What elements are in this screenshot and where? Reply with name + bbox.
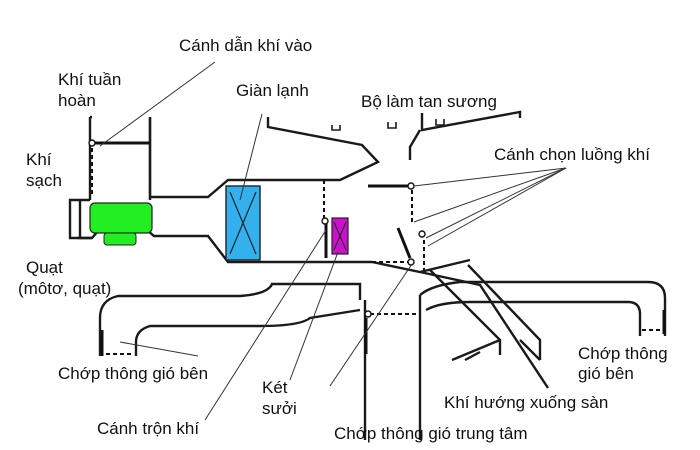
air-intake-duct <box>88 115 152 200</box>
leader-evaporator <box>239 113 263 201</box>
duct-outline-upper <box>148 110 522 199</box>
label-fan-2: (môtơ, quạt) <box>18 279 112 298</box>
floor-flap-line <box>396 227 412 259</box>
label-evaporator: Giàn lạnh <box>236 81 309 100</box>
label-intake-flap: Cánh dẫn khí vào <box>179 36 313 55</box>
pivot-mix <box>321 217 329 225</box>
label-heater-core-2: sưởi <box>262 399 297 418</box>
leader-intake-flap <box>99 61 216 147</box>
label-fresh-air-2: sạch <box>26 171 62 190</box>
pivot-intake <box>88 139 96 147</box>
leader-mix-flap <box>204 229 327 421</box>
flaps <box>91 141 666 356</box>
label-side-vent-right-1: Chớp thông <box>578 344 668 363</box>
leader-mode-flap-4 <box>427 167 567 247</box>
evaporator-cross <box>229 191 257 255</box>
fan-hub <box>103 232 137 246</box>
pivot-right <box>418 230 426 238</box>
pivot-center <box>364 310 372 318</box>
leader-heater <box>289 251 339 381</box>
label-defroster: Bộ làm tan sương <box>361 92 497 111</box>
label-floor-air: Khí hướng xuống sàn <box>444 393 609 412</box>
label-side-vent-left: Chớp thông gió bên <box>58 364 209 383</box>
side-vent-right-duct <box>419 280 667 336</box>
leader-side-left <box>119 341 199 357</box>
pivot-floor <box>407 258 415 266</box>
label-fresh-air-1: Khí <box>26 150 52 169</box>
heater-cross <box>333 221 347 251</box>
evaporator-core <box>225 185 261 261</box>
fan-motor <box>89 202 153 246</box>
duct-outline-lower <box>78 222 550 440</box>
floor-duct <box>429 264 542 362</box>
leader-mode-flap-3 <box>425 167 567 239</box>
leader-lines <box>99 61 567 421</box>
label-center-vent: Chớp thông gió trung tâm <box>334 424 528 443</box>
defroster-outlets <box>331 119 445 131</box>
heater-core <box>331 217 349 255</box>
label-mode-flaps: Cánh chọn luồng khí <box>494 145 650 164</box>
fan-body <box>89 202 153 234</box>
label-side-vent-right-2: gió bên <box>578 364 634 383</box>
label-fan-1: Quạt <box>26 258 63 277</box>
leader-mode-flap-1 <box>413 167 567 187</box>
label-recirc-air-1: Khí tuần <box>58 70 122 89</box>
pivot-defrost <box>407 182 415 190</box>
leader-mode-flap-2 <box>413 167 567 223</box>
inlet-box <box>68 198 92 240</box>
side-vent-left-duct <box>98 282 362 356</box>
label-recirc-air-2: hoàn <box>58 91 96 110</box>
label-heater-core-1: Két <box>262 378 288 397</box>
leader-floor-flap <box>329 263 413 387</box>
label-mix-flap: Cánh trộn khí <box>97 419 200 438</box>
